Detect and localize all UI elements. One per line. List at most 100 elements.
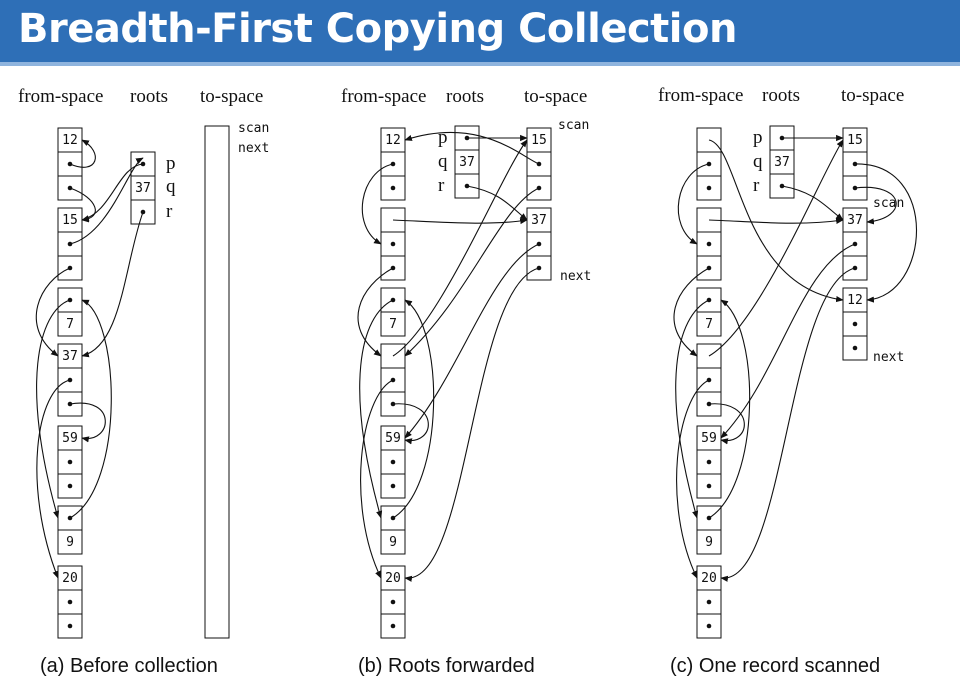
pointer-arrow — [69, 402, 106, 443]
root-cell — [769, 149, 795, 175]
cell-text: 15 — [62, 213, 78, 228]
cell — [57, 311, 83, 337]
from-space-header: from-space — [658, 85, 743, 106]
pointer-dot — [390, 241, 396, 247]
title-underline — [0, 62, 960, 66]
pointer-arrow — [69, 299, 112, 519]
pointer-arrow — [708, 139, 844, 357]
slide-title: Breadth-First Copying Collection — [18, 6, 737, 52]
from-space-header: from-space — [18, 86, 103, 107]
cell — [57, 529, 83, 555]
scan-label: scan — [873, 196, 904, 211]
record: 9 — [57, 505, 83, 555]
pointer-arrow — [404, 187, 540, 357]
pointer-dot — [706, 483, 712, 489]
record: 9 — [380, 505, 406, 555]
cell — [842, 127, 868, 153]
to-space-column — [204, 125, 230, 639]
pointer-arrow — [359, 299, 394, 519]
pointer-arrows — [357, 131, 540, 582]
record: 59 — [57, 425, 83, 499]
pointer-arrow — [854, 186, 897, 225]
cell-text: 59 — [385, 431, 401, 446]
pointer-dot — [706, 185, 712, 191]
pointer-dot — [390, 483, 396, 489]
cell-text: 37 — [62, 349, 78, 364]
pointer-arrow — [708, 403, 745, 445]
root-label-r: r — [753, 175, 760, 196]
roots-header: roots — [446, 86, 484, 107]
cell — [380, 529, 406, 555]
cell-text: 12 — [847, 293, 863, 308]
pointer-arrow — [392, 299, 435, 519]
cell-text: 37 — [847, 213, 863, 228]
cell — [380, 425, 406, 451]
pointer-dot — [390, 599, 396, 605]
cell-text: 15 — [847, 133, 863, 148]
pointer-dot — [390, 185, 396, 191]
record: 7 — [57, 287, 83, 337]
pointer-arrow — [708, 217, 844, 225]
panel-caption: (c) One record scanned — [670, 655, 880, 677]
pointer-arrow — [720, 267, 856, 582]
pointer-arrow — [708, 139, 844, 303]
record: 20 — [57, 565, 83, 639]
pointer-arrow — [35, 267, 71, 357]
pointer-dot — [67, 185, 73, 191]
pointer-arrow — [81, 211, 144, 358]
cell — [57, 255, 83, 281]
panel-caption: (b) Roots forwarded — [358, 655, 535, 677]
root-label-q: q — [438, 151, 448, 172]
cell — [57, 449, 83, 475]
record: 12 — [842, 287, 868, 361]
cell-text: 15 — [531, 133, 547, 148]
panel-a: from-space roots to-space 12 15 — [18, 86, 269, 677]
pointer-dot — [390, 161, 396, 167]
root-label-q: q — [753, 151, 763, 172]
to-space-column: 15 37 12 — [842, 127, 868, 361]
from-space-column: 7 59 9 — [696, 127, 722, 639]
pointer-dot — [852, 321, 858, 327]
pointer-dot — [706, 623, 712, 629]
root-label-p: p — [753, 127, 763, 148]
root-label-p: p — [438, 127, 448, 148]
pointer-arrow — [404, 267, 540, 582]
pointer-dot — [67, 599, 73, 605]
pointer-dot — [67, 623, 73, 629]
cell-text: 7 — [66, 317, 74, 332]
root-cell — [454, 149, 480, 175]
record: 15 — [57, 207, 83, 281]
pointer-dot — [464, 183, 470, 189]
pointer-arrow — [69, 139, 96, 168]
pointer-arrow — [720, 243, 856, 439]
record — [696, 207, 722, 281]
cell-text: 59 — [701, 431, 717, 446]
record: 9 — [696, 505, 722, 555]
pointer-arrow — [675, 299, 710, 519]
scan-label: scan — [238, 121, 269, 136]
record: 59 — [380, 425, 406, 499]
cell-text: 9 — [705, 535, 713, 550]
pointer-arrow — [781, 185, 844, 221]
cell-text: 9 — [389, 535, 397, 550]
pointer-arrow — [854, 163, 917, 303]
root-value: 37 — [774, 155, 790, 170]
pointer-dot — [706, 241, 712, 247]
pointer-dot — [390, 459, 396, 465]
cell-text: 59 — [62, 431, 78, 446]
next-label: next — [560, 269, 591, 284]
slide-title-bar: Breadth-First Copying Collection — [0, 0, 960, 66]
cell — [696, 529, 722, 555]
pointer-arrow — [392, 218, 528, 225]
cell-text: 7 — [705, 317, 713, 332]
pointer-arrow — [360, 379, 394, 579]
pointer-dot — [706, 599, 712, 605]
pointer-arrow — [392, 403, 429, 445]
root-value: 37 — [459, 155, 475, 170]
roots-header: roots — [130, 86, 168, 107]
pointer-arrow — [69, 157, 144, 245]
scan-label: scan — [558, 118, 589, 133]
record — [696, 343, 722, 417]
root-label-r: r — [166, 201, 173, 222]
cell-text: 20 — [385, 571, 401, 586]
